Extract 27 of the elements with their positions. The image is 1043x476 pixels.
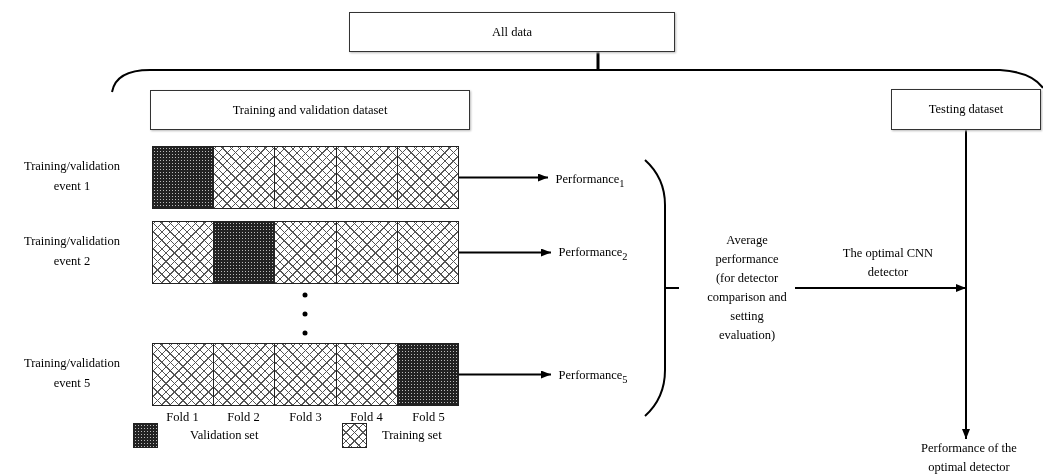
row-label: Training/validation event 5 [22,355,122,392]
fold-label: Fold 3 [288,409,323,426]
fold-bar [152,221,459,284]
fold-label: Fold 4 [349,409,384,426]
legend-text: Validation set [190,427,259,444]
arrow [794,284,967,292]
result-text: Performance$_{2}$ [553,243,633,263]
dataset-box: Training and validation dataset [150,90,470,130]
arrow [458,370,552,379]
edge-label: The optimal CNN detector [841,245,935,281]
fold-bar [152,343,459,406]
fold-label: Fold 2 [226,409,261,426]
arrow [962,129,970,440]
arrow [458,173,549,182]
row-label: Training/validation event 1 [22,158,122,195]
fold-label: Fold 5 [411,409,446,426]
result-text: Performance of the optimal detector [903,439,1035,476]
dataset-box: Testing dataset [891,89,1041,130]
result-text: Performance$_{1}$ [550,170,630,190]
dataset-box: All data [349,12,675,52]
legend-text: Training set [382,427,442,444]
row-label: Training/validation event 2 [22,233,122,270]
result-text: Performance$_{5}$ [553,366,633,386]
result-text: Average performance (for detector comparison and setting evaluation) [705,231,789,347]
fold-label: Fold 1 [165,409,200,426]
arrow [458,248,552,257]
fold-bar [152,146,459,209]
